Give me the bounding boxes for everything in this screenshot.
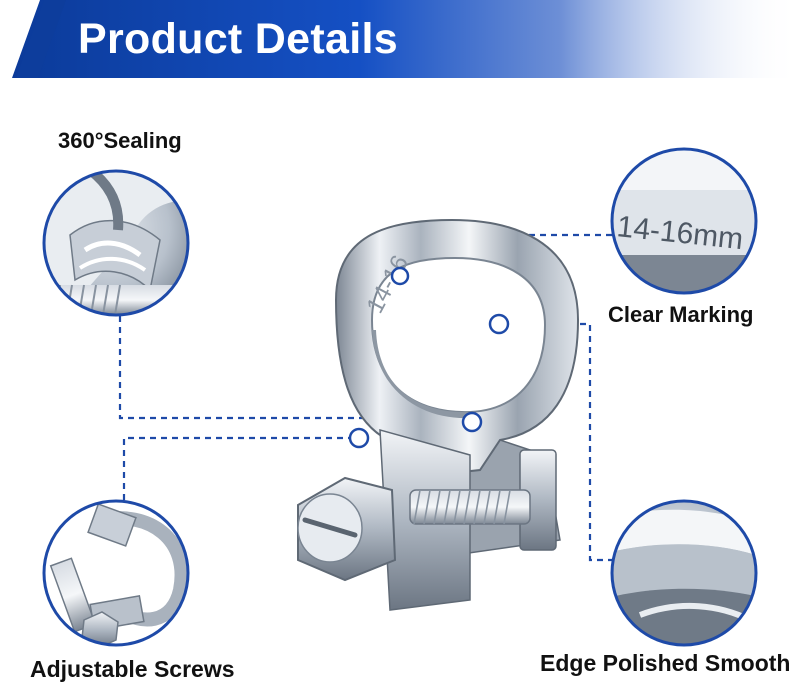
edge-closeup: [610, 499, 758, 647]
sealing-closeup: [42, 169, 190, 317]
marking-closeup: 14-16mm: [610, 147, 758, 295]
page-title: Product Details: [78, 15, 398, 63]
marker-sealing: [461, 411, 483, 433]
leader-sealing: [118, 316, 470, 420]
marker-smooth: [488, 313, 510, 335]
header-banner: Product Details: [0, 0, 800, 78]
callout-markers: [348, 266, 510, 449]
leader-smooth: [503, 322, 612, 562]
hose-clamp: 14-16: [297, 218, 580, 611]
screw-closeup: [42, 499, 190, 647]
label-adjustable-screws: Adjustable Screws: [30, 656, 235, 682]
marker-marking: [390, 266, 410, 286]
label-edge-polished-smooth: Edge Polished Smooth: [540, 650, 791, 676]
marker-screws: [348, 427, 370, 449]
banner-background: [0, 0, 800, 78]
label-360-sealing: 360°Sealing: [58, 128, 182, 153]
label-clear-marking: Clear Marking: [608, 302, 754, 327]
